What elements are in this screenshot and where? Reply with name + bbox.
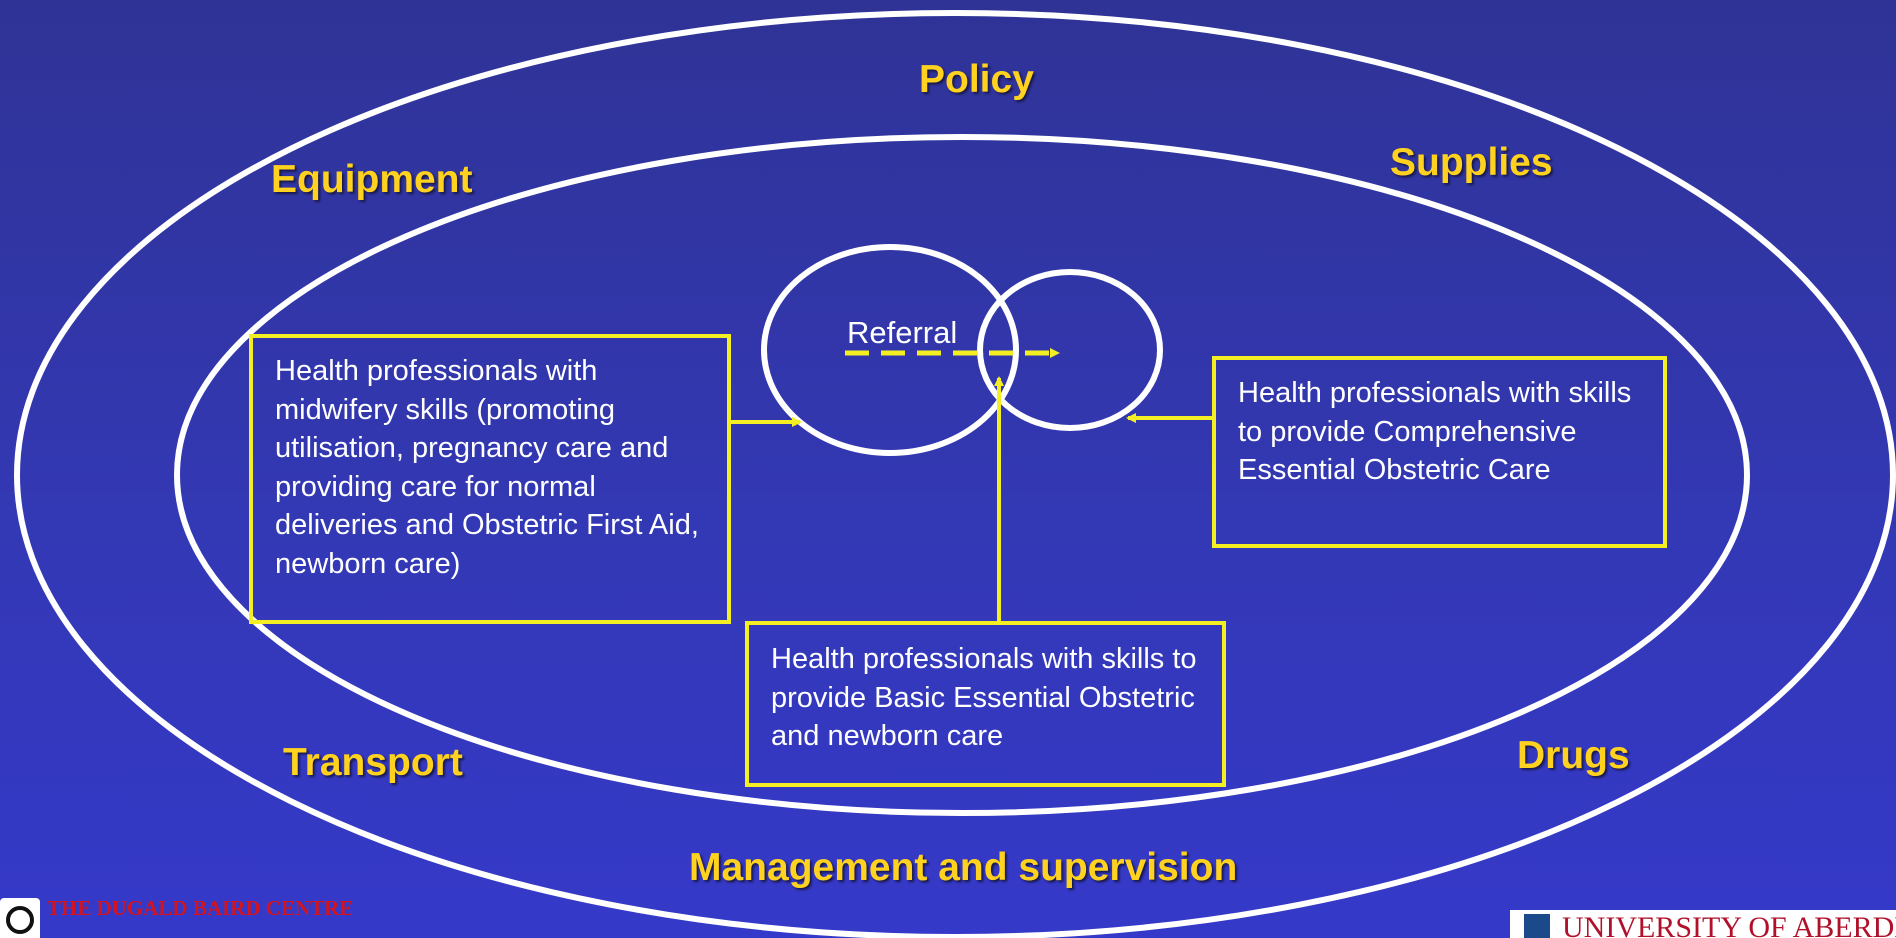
- box-basic-eoc: Health professionals with skills to prov…: [745, 621, 1226, 787]
- referral-circle-right: [977, 269, 1163, 431]
- dugald-baird-centre-title: THE DUGALD BAIRD CENTRE: [47, 896, 354, 920]
- label-policy: Policy: [919, 58, 1034, 101]
- university-crest-icon: [1524, 914, 1550, 938]
- referral-label: Referral: [847, 315, 958, 350]
- referral-circle-left: [761, 244, 1019, 456]
- university-name: UNIVERSITY OF ABERDEEN: [1562, 911, 1896, 938]
- box-comprehensive-eoc: Health professionals with skills to prov…: [1212, 356, 1667, 548]
- label-management: Management and supervision: [689, 846, 1238, 889]
- label-supplies: Supplies: [1390, 141, 1553, 184]
- label-equipment: Equipment: [271, 158, 473, 201]
- box-midwifery-skills: Health professionals with midwifery skil…: [249, 334, 731, 624]
- label-transport: Transport: [283, 741, 463, 784]
- outer-ellipse: [14, 10, 1896, 938]
- inner-ellipse: [174, 134, 1750, 816]
- dugald-baird-logo: [0, 898, 40, 938]
- label-drugs: Drugs: [1517, 734, 1630, 777]
- university-logo: UNIVERSITY OF ABERDEEN: [1510, 910, 1896, 938]
